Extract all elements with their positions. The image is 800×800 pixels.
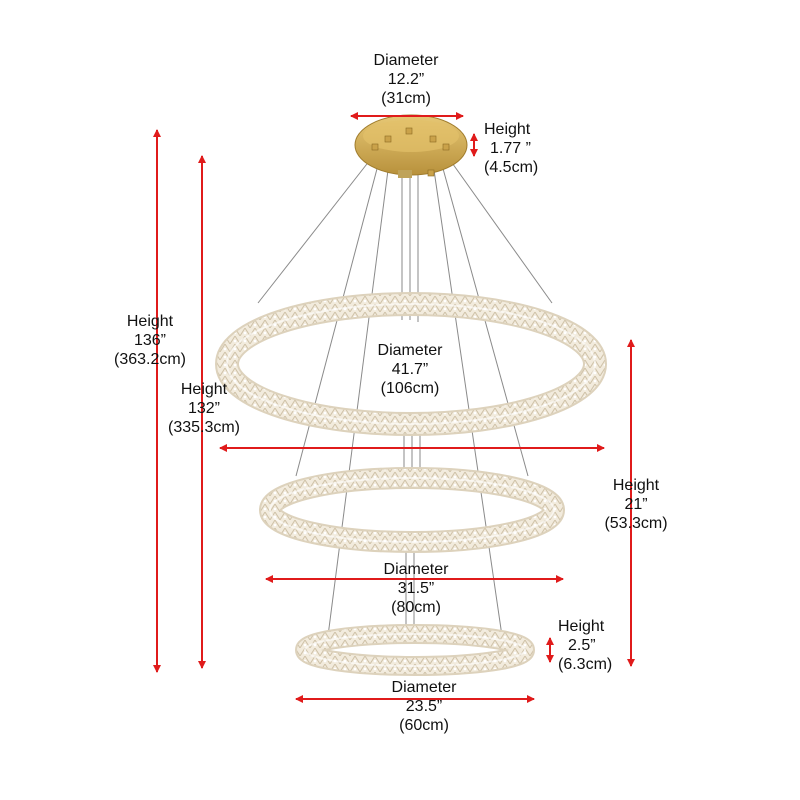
dimension-inches: 12.2” — [387, 71, 425, 88]
dimension-cm: (335.3cm) — [167, 419, 241, 436]
canopy-height-label: Height 1.77 ” (4.5cm) — [484, 120, 538, 177]
canopy — [354, 114, 468, 178]
dimension-inches: 2.5” — [568, 637, 596, 654]
canopy-clip — [398, 170, 412, 178]
canopy-clip — [429, 135, 437, 143]
dimension-word: Height — [484, 121, 531, 138]
dimension-arrows — [153, 112, 635, 703]
dimension-word: Diameter — [383, 561, 449, 578]
dimension-cm: (4.5cm) — [484, 159, 539, 176]
wire — [327, 169, 389, 637]
middle-ring-diameter-label: Diameter 31.5” (80cm) — [356, 560, 476, 617]
dimension-word: Diameter — [391, 679, 457, 696]
wire — [449, 159, 553, 304]
canopy-clip — [427, 169, 435, 177]
dimension-cm: (6.3cm) — [558, 656, 613, 673]
canopy-clip — [442, 143, 450, 151]
dimension-inches: 23.5” — [405, 698, 443, 715]
overall-min-height-label: Height 132” (335.3cm) — [154, 380, 254, 437]
dimension-cm: (363.2cm) — [113, 351, 187, 368]
dimension-word: Height — [180, 381, 228, 398]
dimension-cm: (53.3cm) — [604, 515, 668, 532]
overall-max-height-label: Height 136” (363.2cm) — [100, 312, 200, 369]
dimension-inches: 132” — [187, 400, 221, 417]
canopy-clip — [371, 143, 379, 151]
canopy-diameter-label: Diameter 12.2” (31cm) — [346, 51, 466, 108]
top-ring-diameter-label: Diameter 41.7” (106cm) — [350, 341, 470, 398]
dimension-cm: (80cm) — [391, 599, 441, 616]
bottom-ring-height-label: Height 2.5” (6.3cm) — [558, 617, 612, 674]
middle-ring — [259, 467, 565, 553]
wire — [257, 159, 371, 304]
dimension-inches: 31.5” — [397, 580, 435, 597]
wire — [433, 169, 503, 637]
dimension-word: Height — [558, 618, 605, 635]
dimension-word: Height — [126, 313, 174, 330]
dimension-word: Diameter — [373, 52, 439, 69]
dimension-cm: (106cm) — [380, 380, 440, 397]
dimension-word: Diameter — [377, 342, 443, 359]
canopy-face — [363, 120, 459, 152]
canopy-clip — [384, 135, 392, 143]
bottom-ring — [295, 624, 535, 676]
ring-stack-height-label: Height 21” (53.3cm) — [586, 476, 686, 533]
dimension-inches: 136” — [133, 332, 167, 349]
dimension-cm: (31cm) — [381, 90, 431, 107]
dimension-inches: 41.7” — [391, 361, 429, 378]
top-ring — [215, 292, 607, 436]
canopy-clip — [405, 127, 413, 135]
bottom-ring-diameter-label: Diameter 23.5” (60cm) — [364, 678, 484, 735]
dimension-inches: 1.77 ” — [490, 140, 531, 157]
dimension-word: Height — [612, 477, 660, 494]
dimension-inches: 21” — [624, 496, 648, 513]
dimension-cm: (60cm) — [399, 717, 449, 734]
